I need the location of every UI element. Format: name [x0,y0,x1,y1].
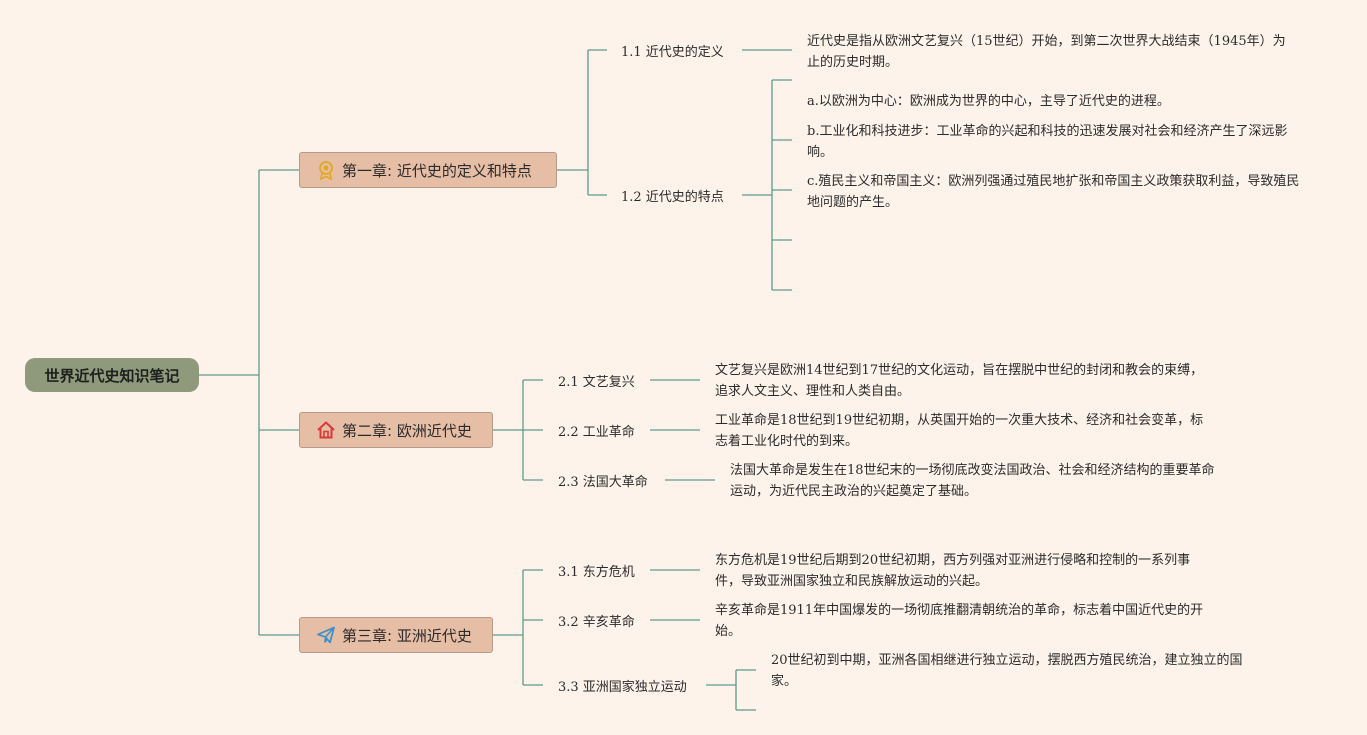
root-node[interactable]: 世界近代史知识笔记 [25,358,199,392]
topic-2-3-desc: 法国大革命是发生在18世纪末的一场彻底改变法国政治、社会和经济结构的重要革命运动… [730,463,1215,499]
root-title: 世界近代史知识笔记 [44,366,180,385]
topic-2-2-desc: 工业革命是18世纪到19世纪初期，从英国开始的一次重大技术、经济和社会变革，标志… [715,413,1204,449]
chapter-3-title: 第三章: 亚洲近代史 [342,626,472,645]
topic-1-2-point-c: c.殖民主义和帝国主义：欧洲列强通过殖民地扩张和帝国主义政策获取利益，导致殖民地… [807,174,1300,210]
topic-3-2-desc: 辛亥革命是1911年中国爆发的一场彻底推翻清朝统治的革命，标志着中国近代史的开始… [715,603,1204,639]
topic-1-2-point-b: b.工业化和科技进步：工业革命的兴起和科技的迅速发展对社会和经济产生了深远影响。 [807,124,1288,160]
paper-plane-icon [317,626,335,644]
topic-2-3[interactable]: 2.3 法国大革命 [558,475,648,490]
topic-3-2[interactable]: 3.2 辛亥革命 [558,615,635,630]
chapter-1-node[interactable]: 第一章: 近代史的定义和特点 [299,152,557,188]
award-ribbon-icon [319,161,333,180]
topic-3-3[interactable]: 3.3 亚洲国家独立运动 [558,680,687,695]
topic-2-2[interactable]: 2.2 工业革命 [558,425,635,440]
topic-2-1-desc: 文艺复兴是欧洲14世纪到17世纪的文化运动，旨在摆脱中世纪的封闭和教会的束缚，追… [715,363,1204,399]
topic-3-3-desc: 20世纪初到中期，亚洲各国相继进行独立运动，摆脱西方殖民统治，建立独立的国家。 [771,653,1243,689]
chapter-2-node[interactable]: 第二章: 欧洲近代史 [299,412,493,448]
chapter-1-title: 第一章: 近代史的定义和特点 [342,161,532,180]
chapter-2-title: 第二章: 欧洲近代史 [342,421,472,440]
topic-1-1-desc: 近代史是指从欧洲文艺复兴（15世纪）开始，到第二次世界大战结束（1945年）为止… [807,34,1286,70]
chapter-3-node[interactable]: 第三章: 亚洲近代史 [299,617,493,653]
topic-1-2-point-a: a.以欧洲为中心：欧洲成为世界的中心，主导了近代史的进程。 [807,94,1170,109]
topic-3-1[interactable]: 3.1 东方危机 [558,565,635,580]
topic-1-2[interactable]: 1.2 近代史的特点 [621,190,724,205]
topic-2-1[interactable]: 2.1 文艺复兴 [558,375,635,390]
home-icon [317,421,335,439]
topic-3-1-desc: 东方危机是19世纪后期到20世纪初期，西方列强对亚洲进行侵略和控制的一系列事件，… [715,553,1191,589]
topic-1-1[interactable]: 1.1 近代史的定义 [621,45,724,60]
